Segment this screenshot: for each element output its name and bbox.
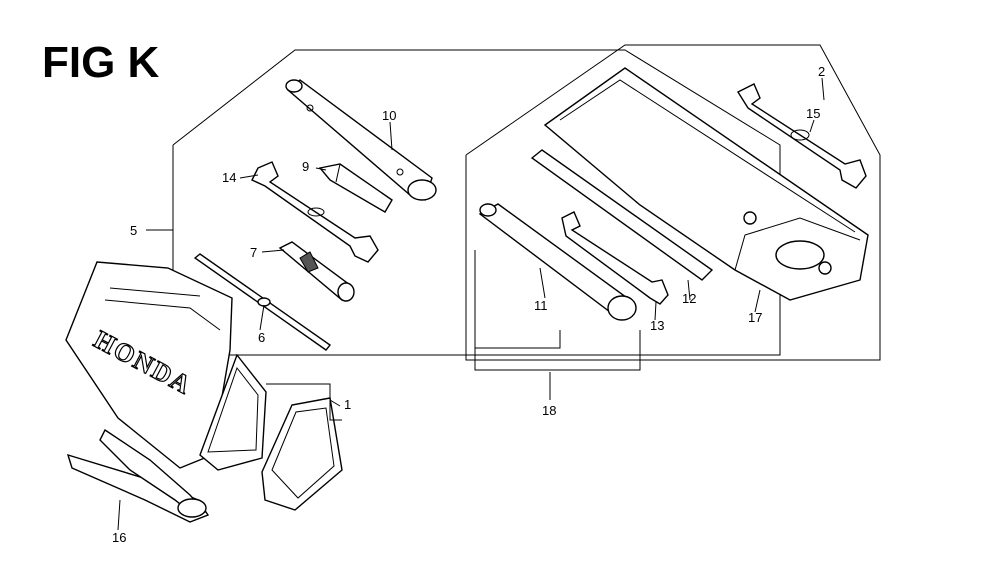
callout-15: 15 bbox=[806, 106, 820, 121]
screwdriver-bit-icon bbox=[318, 163, 393, 213]
callout-9: 9 bbox=[302, 159, 309, 174]
callout-17: 17 bbox=[748, 310, 762, 325]
callout-14: 14 bbox=[222, 170, 236, 185]
open-end-wrench-icon bbox=[251, 161, 379, 263]
pliers-icon bbox=[66, 428, 210, 523]
box-wrench-icon bbox=[478, 203, 637, 321]
group-outline-right-kit bbox=[465, 44, 881, 361]
handle-bar-icon bbox=[530, 149, 714, 281]
callout-7: 7 bbox=[250, 245, 257, 260]
small-wrench-icon bbox=[561, 211, 669, 305]
wrench-15-icon bbox=[736, 83, 867, 189]
callout-2: 2 bbox=[818, 64, 825, 79]
tool-case-icon: HONDA bbox=[65, 261, 343, 511]
screwdriver-icon bbox=[278, 241, 355, 302]
group-outline-18-bracket bbox=[474, 250, 641, 371]
spark-plug-wrench-icon bbox=[285, 79, 437, 201]
leader-lines bbox=[117, 77, 825, 531]
callout-5: 5 bbox=[130, 223, 137, 238]
callout-10: 10 bbox=[382, 108, 396, 123]
callout-18: 18 bbox=[542, 403, 556, 418]
callout-6: 6 bbox=[258, 330, 265, 345]
callout-1: 1 bbox=[344, 397, 351, 412]
callout-11: 11 bbox=[534, 298, 548, 313]
callout-16: 16 bbox=[112, 530, 126, 545]
figure-title: FIG K bbox=[42, 38, 160, 87]
tool-bag-icon bbox=[543, 67, 869, 301]
callout-12: 12 bbox=[682, 291, 696, 306]
callout-13: 13 bbox=[650, 318, 664, 333]
